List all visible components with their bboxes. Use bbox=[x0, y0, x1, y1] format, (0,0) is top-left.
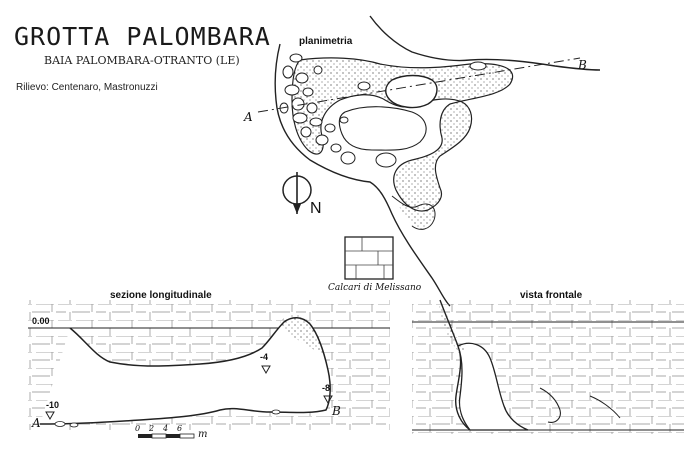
front-cave-opening bbox=[457, 342, 529, 431]
plan-inner-chamber bbox=[338, 106, 427, 151]
scale-bar bbox=[138, 433, 195, 439]
diagram-title: GROTTA PALOMBARA bbox=[14, 22, 271, 51]
front-debris bbox=[439, 300, 464, 352]
legend-label: Calcari di Melissano bbox=[328, 283, 422, 293]
section-point-b: B bbox=[332, 404, 341, 418]
front-view-label: vista frontale bbox=[520, 290, 583, 301]
survey-credits: Rilievo: Centenaro, Mastronuzzi bbox=[16, 82, 158, 93]
plan-point-b: B bbox=[578, 58, 587, 72]
diagram-subtitle: BAIA PALOMBARA-OTRANTO (LE) bbox=[44, 54, 240, 67]
longitudinal-section bbox=[28, 300, 390, 439]
section-label: sezione longitudinale bbox=[110, 290, 212, 301]
depth-label-4: -4 bbox=[260, 352, 269, 362]
depth-label-0: 0.00 bbox=[32, 316, 50, 326]
front-crack bbox=[539, 387, 561, 423]
plan-rock-small-2 bbox=[357, 81, 371, 91]
depth-marker-4 bbox=[261, 365, 271, 375]
north-label: N bbox=[310, 200, 322, 217]
plan-rock-small-1 bbox=[469, 61, 487, 71]
section-debris bbox=[280, 314, 324, 356]
north-arrow-icon bbox=[282, 172, 312, 214]
front-crack-2 bbox=[589, 395, 621, 419]
depth-label-8: -8 bbox=[322, 383, 331, 393]
scale-unit: m bbox=[198, 429, 208, 440]
depth-marker-8 bbox=[323, 395, 333, 405]
section-point-a: A bbox=[32, 416, 41, 430]
plan-boulders bbox=[279, 53, 356, 165]
plan-rock-small-3 bbox=[375, 152, 397, 168]
plan-section-line bbox=[257, 57, 581, 113]
legend-limestone-swatch bbox=[344, 236, 394, 280]
depth-label-10: -10 bbox=[46, 400, 60, 410]
front-view bbox=[412, 299, 684, 434]
plan-pillar bbox=[385, 74, 438, 109]
scale-tick-4: 4 bbox=[163, 424, 169, 433]
plan-label: planimetria bbox=[299, 36, 353, 47]
plan-cave-body bbox=[291, 57, 514, 212]
plan-outline-north bbox=[369, 15, 601, 71]
plan-view bbox=[257, 15, 601, 307]
scale-tick-6: 6 bbox=[177, 424, 183, 433]
scale-tick-0: 0 bbox=[135, 424, 141, 433]
plan-outline-west bbox=[274, 43, 451, 307]
scale-tick-2: 2 bbox=[149, 424, 155, 433]
plan-lower-passage bbox=[391, 195, 436, 230]
plan-point-a: A bbox=[244, 110, 253, 124]
depth-marker-10 bbox=[45, 411, 55, 421]
section-floor-pebbles bbox=[54, 409, 281, 428]
